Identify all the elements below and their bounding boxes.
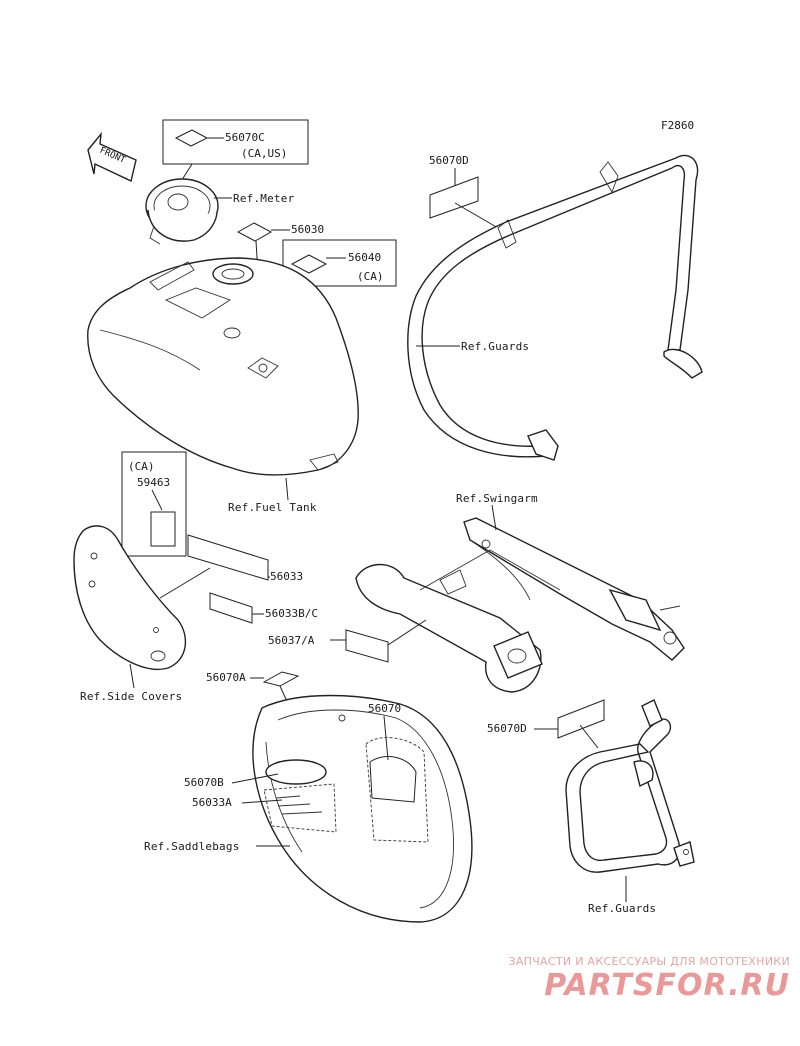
callout-59463: (CA) 59463 bbox=[121, 451, 187, 557]
label-56040-note: (CA) bbox=[357, 270, 384, 283]
decal-56033bc bbox=[209, 592, 253, 624]
ref-saddlebags: Ref.Saddlebags bbox=[144, 840, 240, 853]
ref-guards-top: Ref.Guards bbox=[461, 340, 529, 353]
decal-56037a bbox=[345, 629, 389, 663]
label-56033bc: 56033B/C bbox=[265, 607, 318, 620]
guard-bottom-drawing bbox=[565, 699, 695, 873]
label-ca-note: (CA) bbox=[128, 460, 155, 473]
meter-drawing bbox=[145, 178, 232, 245]
ref-side-covers: Ref.Side Covers bbox=[80, 690, 182, 703]
decal-56033 bbox=[187, 534, 269, 581]
label-56070b: 56070B bbox=[184, 776, 224, 789]
label-56070: 56070 bbox=[368, 702, 401, 715]
decal-56070d-top bbox=[429, 176, 479, 219]
callout-56070c: 56070C (CA,US) bbox=[162, 119, 309, 184]
fuel-tank-drawing bbox=[87, 257, 359, 501]
watermark-brand: PARTSFOR.RU bbox=[544, 968, 790, 1003]
ref-meter: Ref.Meter bbox=[233, 192, 295, 205]
decal-56070a bbox=[262, 671, 300, 687]
label-56040: 56040 bbox=[348, 251, 381, 264]
guard-top-drawing bbox=[407, 154, 703, 461]
ref-swingarm: Ref.Swingarm bbox=[456, 492, 538, 505]
side-cover-drawing bbox=[73, 525, 187, 670]
ref-fuel-tank: Ref.Fuel Tank bbox=[228, 501, 317, 514]
label-56037a: 56037/A bbox=[268, 634, 315, 647]
ref-guards-bottom: Ref.Guards bbox=[588, 902, 656, 915]
decal-56030 bbox=[236, 222, 273, 242]
label-56070c: 56070C bbox=[225, 131, 265, 144]
front-arrow-icon: FRONT bbox=[87, 131, 137, 183]
label-56030: 56030 bbox=[291, 223, 324, 236]
label-56033: 56033 bbox=[270, 570, 303, 583]
figure-code: F2860 bbox=[661, 119, 694, 132]
watermark-tagline: ЗАПЧАСТИ И АКСЕССУАРЫ ДЛЯ МОТОТЕХНИКИ bbox=[508, 955, 790, 968]
label-56070a: 56070A bbox=[206, 671, 246, 684]
saddlebag-drawing bbox=[252, 694, 473, 923]
label-56070d-bottom: 56070D bbox=[487, 722, 527, 735]
decal-56070d-bottom bbox=[557, 699, 605, 739]
swingarm-drawing bbox=[355, 517, 685, 693]
label-56070c-note: (CA,US) bbox=[241, 147, 287, 160]
label-56033a: 56033A bbox=[192, 796, 232, 809]
label-56070d-top: 56070D bbox=[429, 154, 469, 167]
label-59463: 59463 bbox=[137, 476, 170, 489]
